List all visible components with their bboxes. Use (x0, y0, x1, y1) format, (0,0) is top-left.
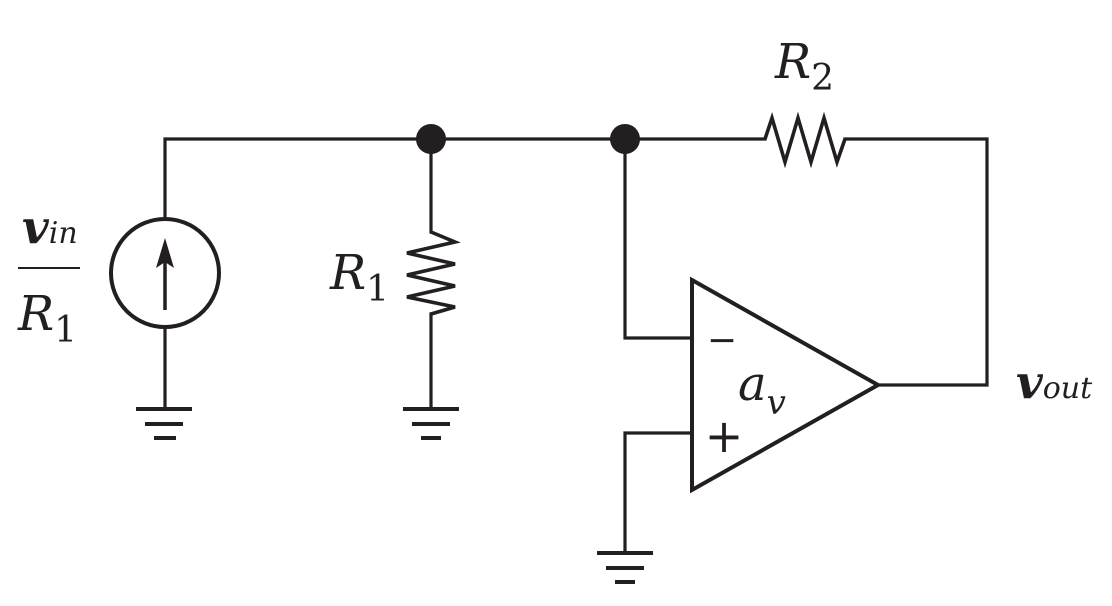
feedback-wire-right (843, 137, 989, 387)
source-label-numerator: vin (22, 200, 78, 254)
opamp-plus-sign: + (705, 409, 744, 463)
r2-resistor (763, 111, 847, 169)
source-label-denominator: R1 (17, 286, 77, 351)
r1-resistor (406, 230, 461, 316)
opamp-triangle (690, 276, 883, 494)
top-wire (163, 137, 767, 220)
r1-label: R1 (329, 245, 389, 310)
current-source (109, 217, 221, 329)
opamp-minus-sign: − (707, 320, 737, 361)
inverting-input-wire (623, 137, 694, 340)
r2-label: R2 (774, 34, 834, 99)
ground-symbol-r1 (403, 407, 459, 440)
noninverting-input-wire (623, 431, 694, 554)
current-source-arrow-head (156, 238, 174, 268)
output-label: vout (1016, 355, 1093, 409)
opamp-gain-label: av (738, 356, 786, 423)
ground-symbol-opamp (597, 551, 653, 584)
ground-symbol-source (136, 407, 192, 440)
